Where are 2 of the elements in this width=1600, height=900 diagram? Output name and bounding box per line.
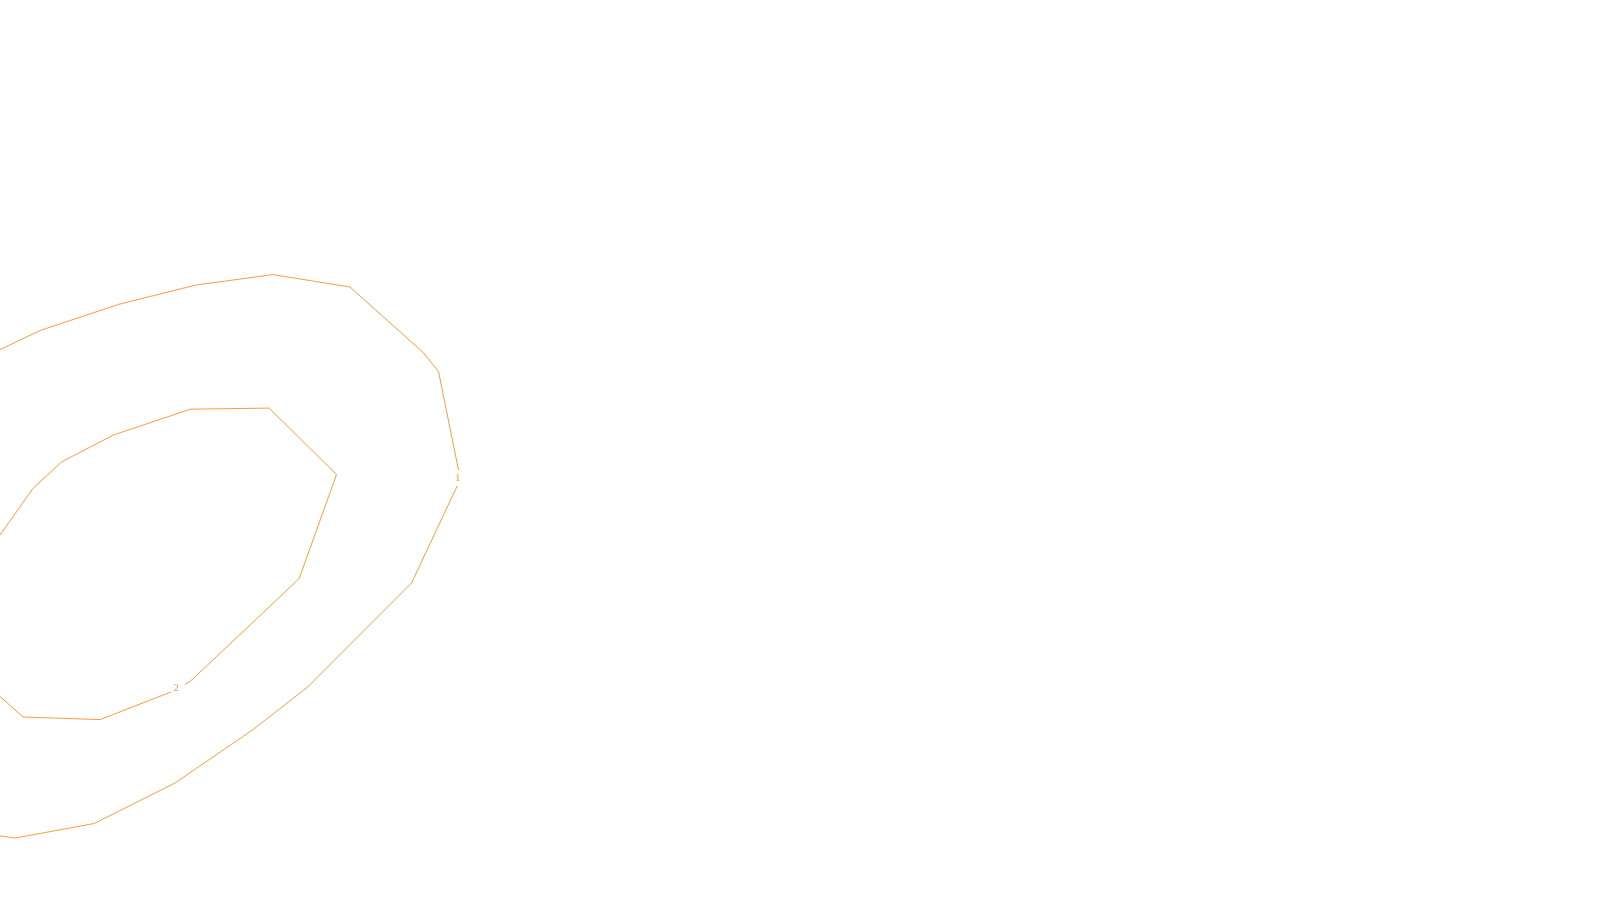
contour-label: 2 (173, 682, 179, 693)
contour-label: 1 (455, 472, 461, 483)
